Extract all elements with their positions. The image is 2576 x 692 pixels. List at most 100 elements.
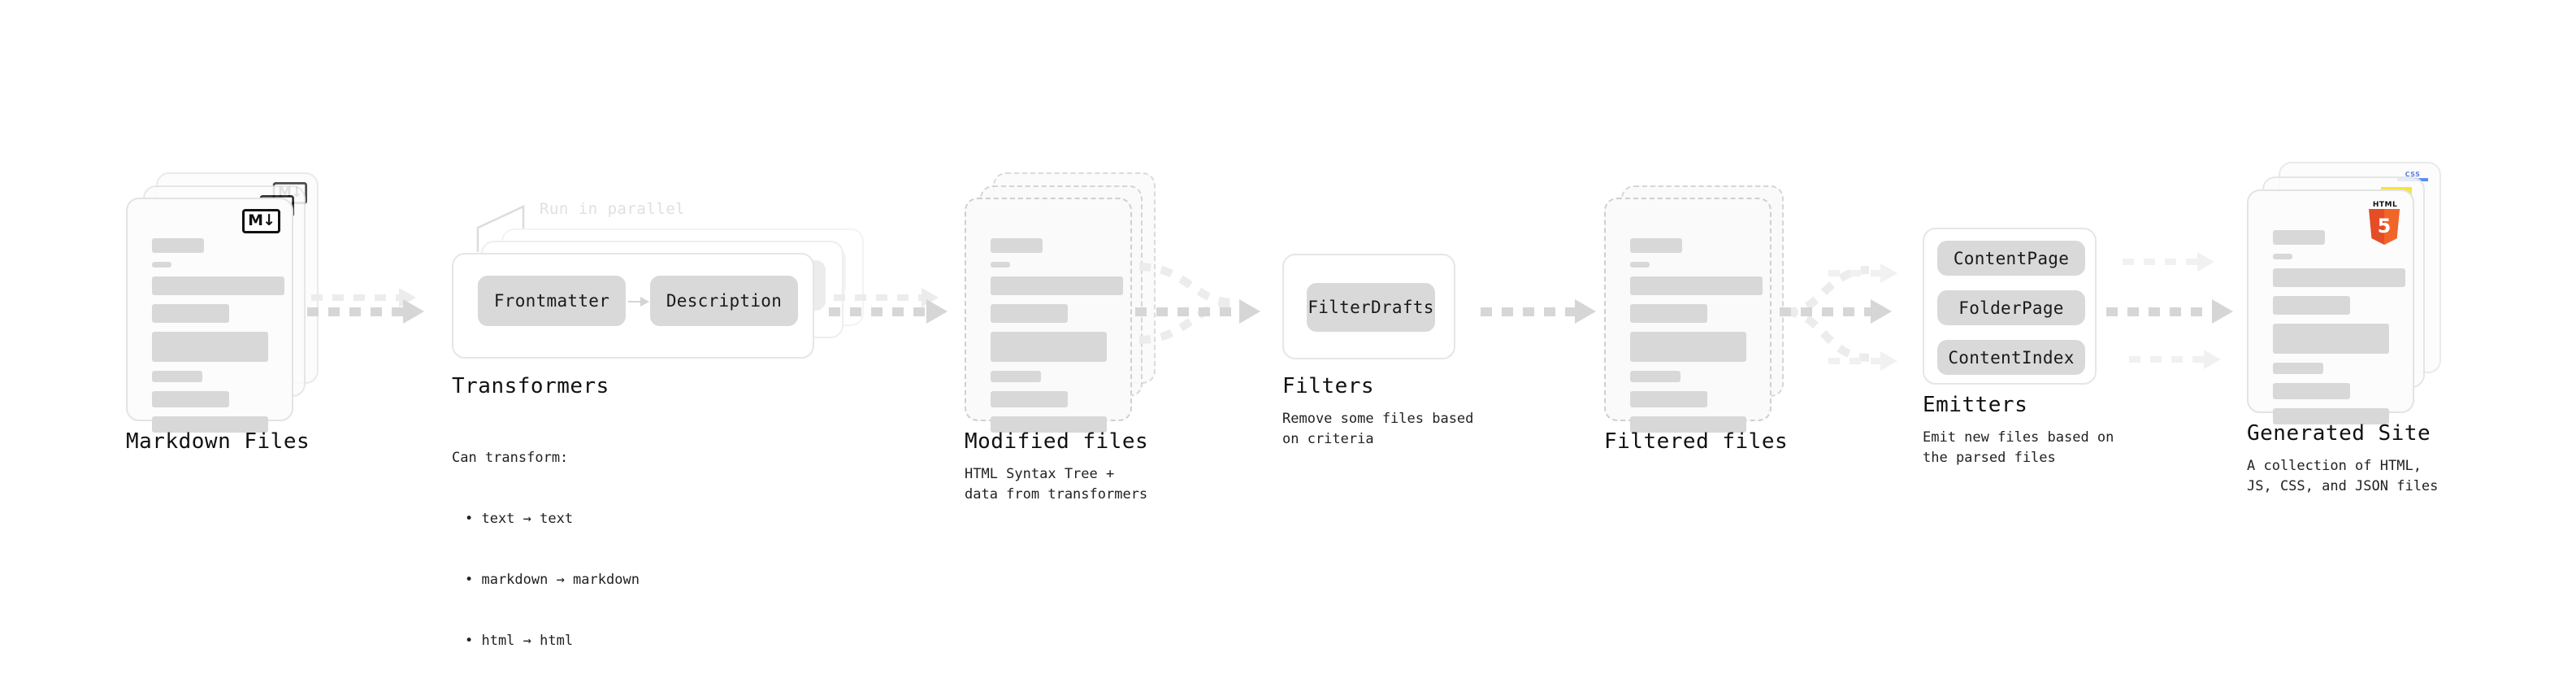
skeleton-bar bbox=[991, 371, 1041, 382]
transformer-chip-frontmatter[interactable]: Frontmatter bbox=[478, 276, 626, 326]
caption-transformers: Transformers Can transform: • text → tex… bbox=[452, 374, 640, 692]
skeleton-bar bbox=[1630, 276, 1763, 295]
arrow-head bbox=[640, 297, 649, 307]
arrow-head bbox=[1871, 299, 1892, 324]
stage-title: Transformers bbox=[452, 374, 609, 398]
run-in-parallel-annotation: Run in parallel bbox=[476, 200, 685, 257]
stage-subtitle: Remove some files based on criteria bbox=[1282, 411, 1474, 447]
skeleton-bar bbox=[152, 238, 204, 253]
skeleton-bar bbox=[152, 416, 268, 433]
modified-card-front bbox=[965, 198, 1132, 433]
stage-subtitle: Can transform: • text → text • markdown … bbox=[452, 407, 640, 692]
arrow-shaft bbox=[2129, 356, 2207, 363]
arrow-shaft bbox=[1481, 307, 1578, 316]
html5-wordmark: HTML bbox=[2372, 201, 2398, 209]
markdown-skeleton bbox=[152, 238, 284, 442]
arrow-head bbox=[1880, 351, 1897, 371]
markdown-card-front: M↓ bbox=[126, 198, 293, 433]
arrow-head bbox=[2197, 252, 2214, 272]
caption-emitters: Emitters Emit new files based on the par… bbox=[1923, 393, 2114, 468]
filtered-skeleton bbox=[1630, 238, 1763, 442]
skeleton-bar bbox=[2273, 408, 2389, 424]
emitter-chip-contentindex[interactable]: ContentIndex bbox=[1937, 340, 2085, 375]
arrow-shaft bbox=[1828, 358, 1884, 364]
skeleton-bar bbox=[1630, 371, 1680, 382]
skeleton-bar bbox=[1630, 304, 1707, 323]
skeleton-bar bbox=[1630, 416, 1746, 433]
caption-markdown-files: Markdown Files bbox=[126, 429, 310, 454]
skeleton-bar bbox=[991, 332, 1107, 362]
arrow-shaft bbox=[307, 307, 406, 316]
skeleton-bar bbox=[152, 371, 202, 382]
skeleton-bar bbox=[2273, 268, 2405, 287]
stage-title: Filtered files bbox=[1604, 429, 1789, 454]
skeleton-bar bbox=[991, 276, 1123, 295]
skeleton-bar bbox=[152, 391, 229, 407]
caption-filters: Filters Remove some files based on crite… bbox=[1282, 374, 1473, 450]
arrow-head bbox=[1239, 299, 1260, 324]
filters-group: FilterDrafts bbox=[1282, 254, 1455, 359]
skeleton-bar bbox=[991, 416, 1107, 433]
stage-title: Markdown Files bbox=[126, 429, 310, 454]
skeleton-bar bbox=[2273, 383, 2350, 399]
arrow-head bbox=[2212, 299, 2233, 324]
arrow-shaft bbox=[834, 294, 925, 301]
stage-title: Generated Site bbox=[2247, 421, 2431, 446]
transformers-group: Frontmatter Description bbox=[452, 253, 814, 359]
skeleton-bar bbox=[991, 304, 1068, 323]
html5-icon: HTML bbox=[2369, 201, 2401, 245]
modified-skeleton bbox=[991, 238, 1123, 442]
stage-title: Modified files bbox=[965, 429, 1149, 454]
transformers-subtitle: Can transform: bbox=[452, 450, 569, 466]
skeleton-bar bbox=[1630, 262, 1650, 268]
run-in-parallel-label: Run in parallel bbox=[540, 200, 686, 218]
skeleton-bar bbox=[1630, 391, 1707, 407]
skeleton-bar bbox=[991, 238, 1043, 253]
skeleton-bar bbox=[2273, 324, 2389, 354]
arrow-shaft bbox=[311, 294, 402, 301]
skeleton-bar bbox=[152, 276, 284, 295]
site-skeleton bbox=[2273, 230, 2405, 433]
skeleton-bar bbox=[1630, 238, 1682, 253]
arrow-shaft bbox=[1780, 307, 1874, 316]
emitter-chip-contentpage[interactable]: ContentPage bbox=[1937, 241, 2085, 276]
markdown-badge: M↓ bbox=[242, 209, 280, 233]
html5-shield bbox=[2369, 209, 2400, 245]
arrow-shaft bbox=[1828, 270, 1884, 276]
parallel-bracket-icon bbox=[476, 205, 525, 252]
site-card-front: HTML bbox=[2247, 189, 2414, 424]
skeleton-bar bbox=[991, 262, 1010, 268]
caption-modified-files: Modified files HTML Syntax Tree + data f… bbox=[965, 429, 1148, 505]
skeleton-bar bbox=[152, 304, 229, 323]
skeleton-bar bbox=[152, 262, 171, 268]
skeleton-bar bbox=[991, 391, 1068, 407]
arrow-head bbox=[1575, 299, 1596, 324]
merge-paths-icon bbox=[1138, 263, 1234, 344]
skeleton-bar bbox=[2273, 363, 2323, 374]
transform-bullet-markdown: • markdown → markdown bbox=[465, 572, 640, 588]
arrow-shaft bbox=[1135, 307, 1242, 316]
skeleton-bar bbox=[1630, 332, 1746, 362]
arrow-shaft bbox=[628, 301, 641, 302]
stage-subtitle: Emit new files based on the parsed files bbox=[1923, 429, 2114, 466]
arrow-head bbox=[403, 299, 424, 324]
emitter-chip-folderpage[interactable]: FolderPage bbox=[1937, 290, 2085, 325]
arrow-head bbox=[1880, 263, 1897, 283]
transformer-chip-description[interactable]: Description bbox=[650, 276, 798, 326]
caption-filtered-files: Filtered files bbox=[1604, 429, 1788, 454]
skeleton-bar bbox=[152, 332, 268, 362]
transform-bullet-text: • text → text bbox=[465, 511, 574, 527]
arrow-head bbox=[2204, 350, 2221, 369]
arrow-shaft bbox=[2123, 259, 2201, 265]
skeleton-bar bbox=[2273, 254, 2292, 259]
stage-subtitle: A collection of HTML, JS, CSS, and JSON … bbox=[2247, 458, 2439, 494]
stage-subtitle: HTML Syntax Tree + data from transformer… bbox=[965, 466, 1148, 503]
arrow-shaft bbox=[829, 307, 930, 316]
emitters-group: ContentPage FolderPage ContentIndex bbox=[1923, 228, 2097, 385]
filter-chip-filterdrafts[interactable]: FilterDrafts bbox=[1307, 283, 1435, 332]
stage-title: Emitters bbox=[1923, 393, 2028, 417]
filtered-card-front bbox=[1604, 198, 1772, 433]
connector-modified-to-filters-merge bbox=[1138, 252, 1284, 358]
arrow-shaft bbox=[2106, 307, 2215, 316]
